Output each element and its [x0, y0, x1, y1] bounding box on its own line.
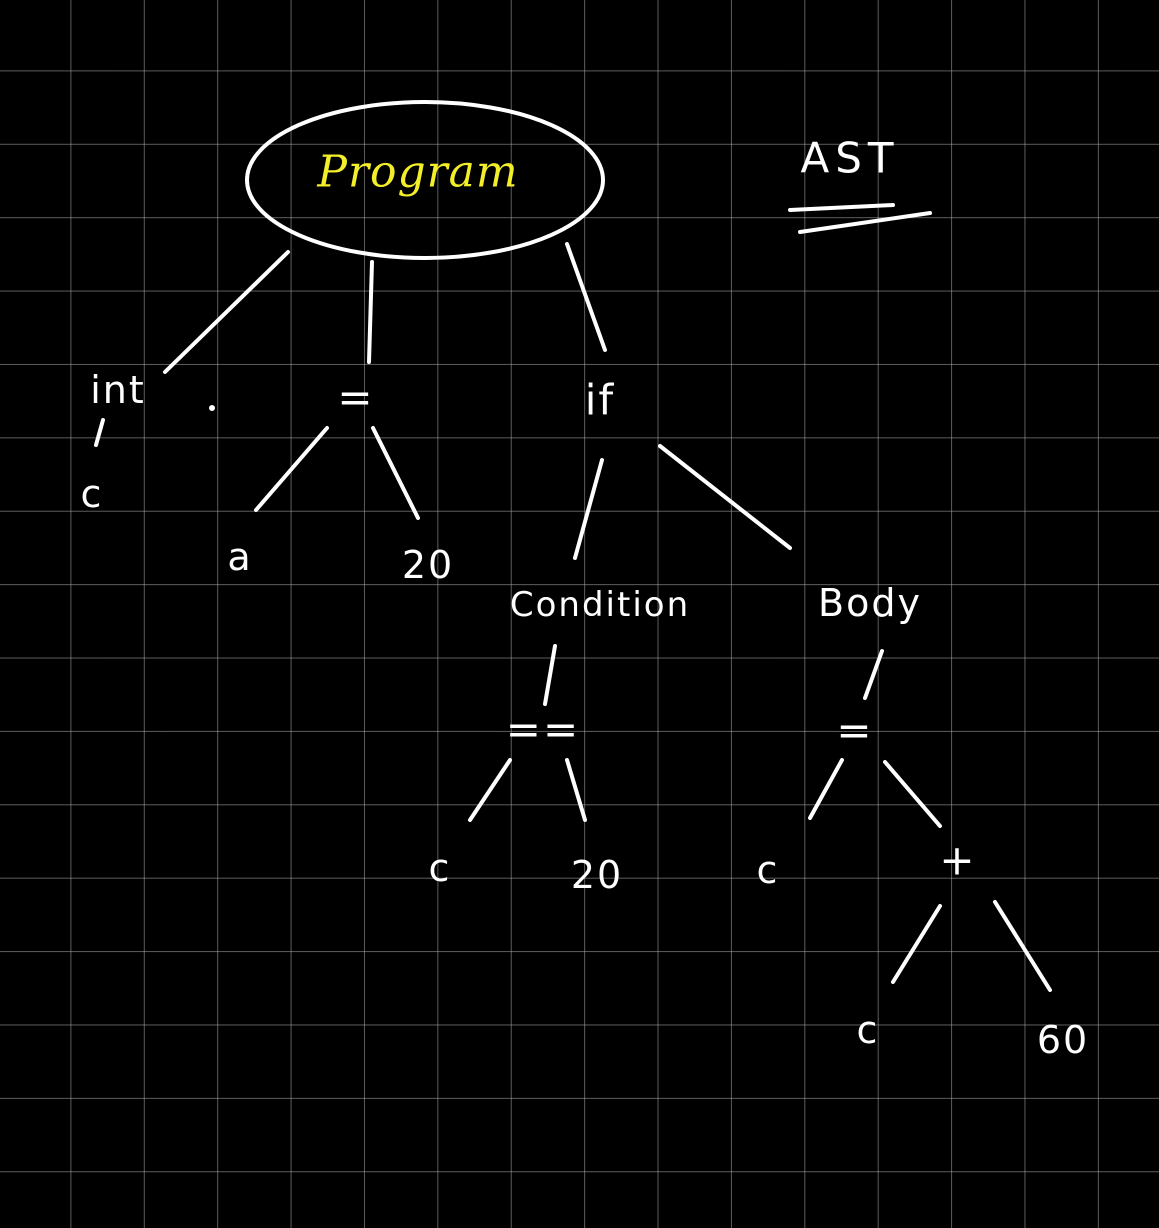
stray-dot — [209, 405, 215, 411]
edge-program-to-if — [565, 242, 607, 352]
edge-assign2-to-plus — [883, 760, 942, 828]
node-plus: + — [939, 835, 977, 885]
node-20-first: 20 — [401, 543, 455, 587]
edge-plus-to-num60 — [993, 900, 1052, 992]
node-60: 60 — [1036, 1018, 1090, 1062]
edge-if-to-body — [658, 444, 792, 550]
node-20-second: 20 — [570, 853, 624, 897]
node-program: Program — [317, 146, 519, 198]
program-node-ellipse — [245, 100, 605, 260]
title-underline — [788, 203, 932, 234]
edge-eqeq-to-num20_2 — [565, 758, 587, 822]
node-c-condition: c — [428, 846, 452, 890]
node-int: int — [90, 368, 146, 412]
node-c-body: c — [756, 848, 780, 892]
edge-program-to-int — [163, 250, 290, 374]
node-assign-2: = — [836, 705, 874, 755]
edge-assign2-to-c_body — [808, 758, 844, 820]
edge-int-to-c_decl — [94, 418, 105, 447]
edge-program-to-assign1 — [367, 260, 374, 364]
node-assign-1: = — [337, 372, 375, 422]
node-if: if — [584, 375, 616, 425]
node-c-plus: c — [856, 1008, 880, 1052]
edge-assign1-to-num20_1 — [371, 426, 420, 520]
edge-body-to-assign2 — [863, 649, 884, 700]
node-condition: Condition — [509, 585, 691, 625]
edge-plus-to-c_plus — [891, 904, 942, 984]
node-a: a — [227, 535, 253, 579]
node-c-decl: c — [80, 472, 104, 516]
edge-eqeq-to-c_cond — [468, 758, 512, 822]
node-body: Body — [818, 581, 922, 625]
node-equals-equals: == — [505, 704, 581, 754]
edge-condition-to-eqeq — [543, 644, 557, 706]
edge-assign1-to-a — [254, 426, 329, 512]
edge-if-to-condition — [573, 458, 604, 560]
diagram-title: AST — [800, 133, 900, 183]
